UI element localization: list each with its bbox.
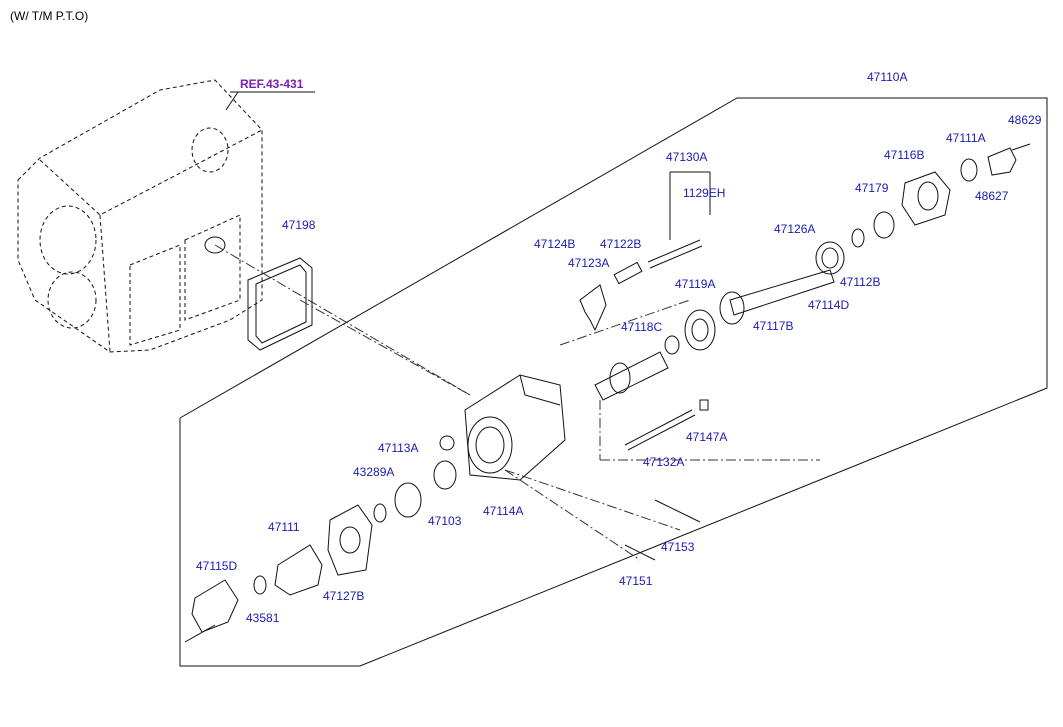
spring-47122b bbox=[613, 261, 643, 285]
gasket-drawing bbox=[247, 257, 313, 351]
part-label-47116b[interactable]: 47116B bbox=[884, 148, 925, 162]
bolt-plate bbox=[184, 624, 216, 643]
part-label-47151[interactable]: 47151 bbox=[619, 574, 653, 588]
rod-47132a bbox=[624, 409, 693, 446]
pto-housing-drawing bbox=[464, 374, 566, 481]
snap-ring-47112b bbox=[851, 228, 865, 248]
part-label-47124b[interactable]: 47124B bbox=[534, 237, 576, 251]
part-label-47119a[interactable]: 47119A bbox=[675, 277, 716, 291]
part-label-48629[interactable]: 48629 bbox=[1008, 113, 1042, 127]
transmission-housing-drawing bbox=[17, 79, 263, 353]
part-label-48627[interactable]: 48627 bbox=[975, 189, 1009, 203]
plate-47115d bbox=[191, 579, 239, 633]
part-label-47113a[interactable]: 47113A bbox=[378, 441, 419, 455]
part-label-47130a[interactable]: 47130A bbox=[666, 150, 708, 164]
cover-47116b bbox=[901, 171, 951, 226]
bearing-47103 bbox=[433, 460, 457, 490]
part-label-47111[interactable]: 47111 bbox=[268, 520, 300, 534]
seal-47111a bbox=[960, 158, 978, 182]
gear-47119a bbox=[684, 309, 716, 351]
shaft-47117b bbox=[729, 269, 835, 316]
shift-rod-47130a bbox=[647, 239, 701, 263]
plug-47147a bbox=[699, 399, 709, 411]
part-label-47115d[interactable]: 47115D bbox=[196, 559, 238, 573]
part-label-47114d[interactable]: 47114D bbox=[808, 298, 850, 312]
part-label-47147a[interactable]: 47147A bbox=[686, 430, 728, 444]
part-label-43289a[interactable]: 43289A bbox=[353, 465, 395, 479]
bearing-43289a bbox=[394, 482, 422, 518]
valve-47111 bbox=[274, 544, 323, 596]
part-label-47127b[interactable]: 47127B bbox=[323, 589, 365, 603]
shift-fork-47124b bbox=[579, 284, 607, 332]
bearing-47114d bbox=[815, 241, 845, 275]
bearing-47118c bbox=[664, 335, 680, 355]
part-label-47114a[interactable]: 47114A bbox=[483, 504, 524, 518]
part-label-47118c[interactable]: 47118C bbox=[621, 320, 663, 334]
flange-48627 bbox=[987, 147, 1017, 176]
part-label-47112b[interactable]: 47112B bbox=[840, 275, 881, 289]
part-label-47117b[interactable]: 47117B bbox=[753, 319, 794, 333]
bolt-48629 bbox=[1011, 143, 1031, 151]
o-ring-43581 bbox=[253, 575, 267, 595]
bolt-47151 bbox=[624, 544, 656, 561]
bearing-47179 bbox=[873, 211, 895, 239]
ref-link[interactable]: REF.43-431 bbox=[240, 77, 304, 91]
bolt-47153 bbox=[654, 499, 701, 523]
part-label-43581[interactable]: 43581 bbox=[246, 611, 280, 625]
part-label-47179[interactable]: 47179 bbox=[855, 181, 889, 195]
gear-shaft bbox=[594, 351, 669, 401]
part-label-47153[interactable]: 47153 bbox=[661, 540, 695, 554]
part-label-1129eh[interactable]: 1129EH bbox=[683, 186, 726, 200]
part-label-47111a[interactable]: 47111A bbox=[946, 131, 986, 145]
housing-port bbox=[204, 236, 226, 254]
part-label-47122b[interactable]: 47122B bbox=[600, 237, 642, 251]
part-label-47126a[interactable]: 47126A bbox=[774, 222, 816, 236]
diagram-header: (W/ T/M P.T.O) bbox=[10, 9, 89, 23]
part-label-47110a[interactable]: 47110A bbox=[867, 70, 908, 84]
part-label-47123a[interactable]: 47123A bbox=[568, 256, 610, 270]
part-label-47198[interactable]: 47198 bbox=[282, 218, 316, 232]
part-label-47132a[interactable]: 47132A bbox=[643, 455, 685, 469]
cap-47113a bbox=[439, 435, 455, 451]
gear-47117b bbox=[719, 291, 745, 325]
part-label-47103[interactable]: 47103 bbox=[428, 514, 462, 528]
snap-ring-43289a bbox=[373, 503, 387, 523]
assembly-boundary bbox=[179, 97, 1048, 667]
cover-47127b bbox=[327, 504, 373, 576]
